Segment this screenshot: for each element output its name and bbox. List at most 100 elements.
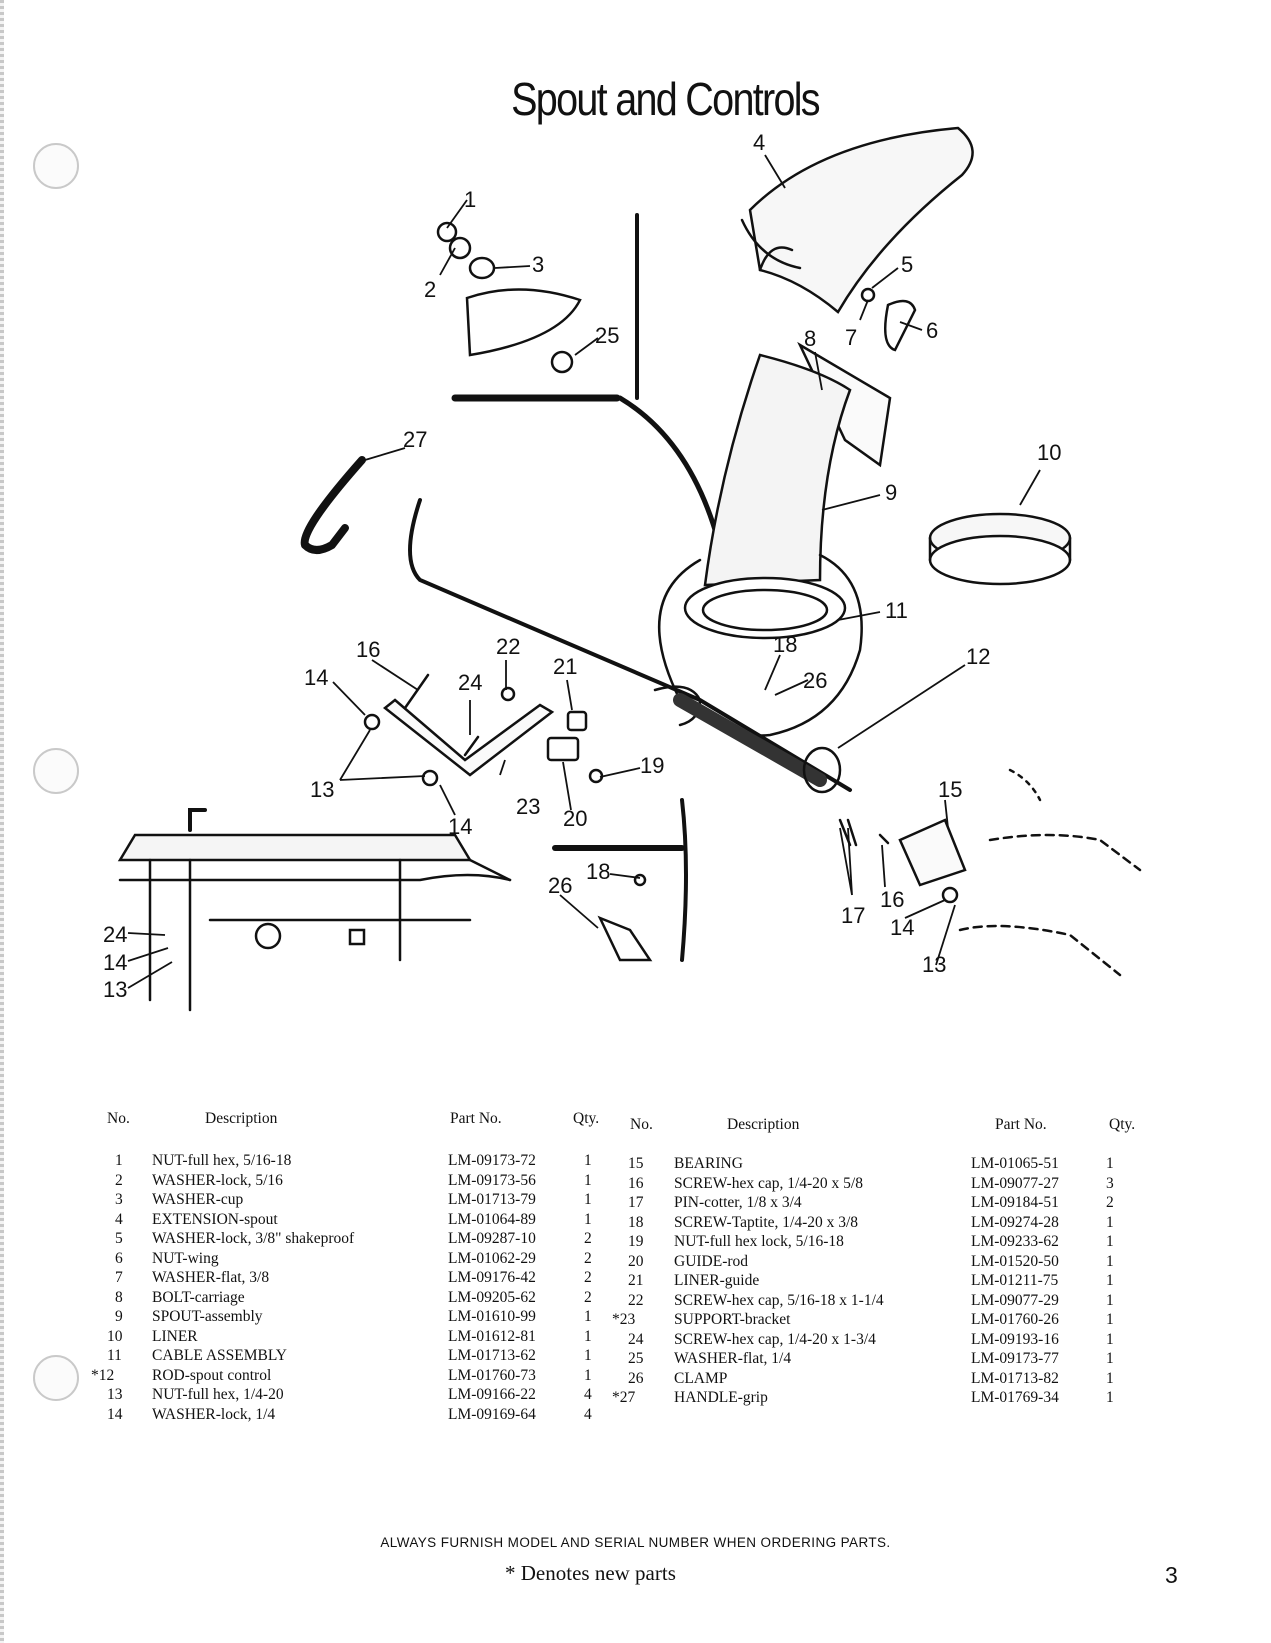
row-no: 3: [115, 1191, 123, 1208]
row-desc: SCREW-hex cap, 1/4-20 x 5/8: [674, 1174, 863, 1192]
row-no: *12: [91, 1366, 115, 1384]
row-part: LM-01760-73: [448, 1366, 536, 1384]
callout-22: 22: [496, 634, 520, 659]
row-part: LM-09205-62: [448, 1288, 536, 1306]
punch-hole-bottom: [33, 1355, 79, 1401]
callout-25: 25: [595, 323, 619, 348]
row-no: 16: [628, 1174, 644, 1192]
row-desc: LINER: [152, 1327, 198, 1345]
row-desc: NUT-full hex, 5/16-18: [152, 1152, 292, 1169]
row-qty: 2: [1106, 1194, 1114, 1211]
page-number: 3: [1165, 1562, 1178, 1588]
callout-3: 3: [532, 252, 544, 277]
row-qty: 2: [584, 1288, 592, 1306]
callout-16-lower: 16: [880, 887, 904, 912]
page-title: Spout and Controls: [511, 73, 820, 125]
row-no: 8: [115, 1288, 123, 1306]
row-qty: 2: [584, 1249, 592, 1267]
callout-24: 24: [458, 670, 482, 695]
callout-26-lower: 26: [548, 873, 572, 898]
callout-27: 27: [403, 427, 427, 452]
row-no: 9: [115, 1308, 123, 1325]
row-desc: GUIDE-rod: [674, 1252, 749, 1270]
row-no: 25: [628, 1350, 644, 1367]
callout-2: 2: [424, 277, 436, 302]
row-desc: SCREW-hex cap, 1/4-20 x 1-3/4: [674, 1330, 876, 1348]
header-description: Description: [727, 1116, 800, 1133]
header-qty: Qty.: [1109, 1116, 1136, 1133]
row-qty: 2: [584, 1269, 592, 1286]
row-part: LM-01062-29: [448, 1249, 536, 1267]
callout-13-right: 13: [922, 952, 946, 977]
row-qty: 1: [584, 1152, 592, 1169]
row-desc: WASHER-lock, 5/16: [152, 1171, 283, 1189]
row-qty: 1: [1106, 1213, 1114, 1231]
row-no: 14: [107, 1405, 123, 1423]
row-no: 20: [628, 1252, 644, 1270]
callout-6: 6: [926, 318, 938, 343]
row-qty: 1: [584, 1171, 592, 1189]
row-no: 1: [115, 1152, 123, 1169]
row-qty: 1: [584, 1366, 592, 1384]
callout-21: 21: [553, 654, 577, 679]
row-qty: 1: [1106, 1291, 1114, 1309]
row-desc: PIN-cotter, 1/8 x 3/4: [674, 1194, 802, 1211]
row-qty: 1: [1106, 1311, 1114, 1328]
row-desc: WASHER-cup: [152, 1191, 244, 1208]
row-desc: WASHER-flat, 1/4: [674, 1350, 792, 1367]
row-part: LM-01065-51: [971, 1155, 1059, 1172]
callout-20: 20: [563, 806, 587, 831]
row-desc: CLAMP: [674, 1369, 728, 1387]
row-qty: 1: [1106, 1369, 1114, 1387]
callout-14-right: 14: [890, 915, 914, 940]
row-part: LM-01211-75: [971, 1272, 1059, 1289]
row-qty: 1: [584, 1210, 592, 1228]
new-parts-note: * Denotes new parts: [505, 1561, 676, 1585]
punch-hole-top: [33, 143, 79, 189]
row-desc: CABLE ASSEMBLY: [152, 1347, 287, 1364]
callout-11: 11: [885, 598, 908, 623]
row-no: 7: [115, 1269, 123, 1286]
callout-5: 5: [901, 252, 913, 277]
row-qty: 1: [1106, 1389, 1114, 1406]
row-qty: 1: [584, 1308, 592, 1325]
row-no: 2: [115, 1171, 123, 1189]
row-qty: 4: [584, 1405, 592, 1423]
callout-9: 9: [885, 480, 897, 505]
row-qty: 1: [584, 1191, 592, 1208]
callout-18-lower: 18: [586, 859, 610, 884]
row-no: 17: [628, 1194, 644, 1211]
header-qty: Qty.: [573, 1110, 600, 1127]
row-qty: 1: [1106, 1330, 1114, 1348]
row-qty: 1: [1106, 1350, 1114, 1367]
page-edge: [0, 0, 4, 1643]
row-desc: SCREW-Taptite, 1/4-20 x 3/8: [674, 1213, 859, 1231]
row-part: LM-09166-22: [448, 1386, 536, 1403]
callout-26: 26: [803, 668, 827, 693]
callout-16: 16: [356, 637, 380, 662]
row-desc: SPOUT-assembly: [152, 1308, 263, 1325]
row-qty: 1: [1106, 1155, 1114, 1172]
row-no: 18: [628, 1213, 644, 1231]
row-desc: ROD-spout control: [152, 1366, 272, 1384]
row-desc: BOLT-carriage: [152, 1288, 245, 1306]
callout-17: 17: [841, 903, 865, 928]
row-part: LM-09176-42: [448, 1269, 536, 1286]
header-description: Description: [205, 1110, 278, 1127]
row-part: LM-09193-16: [971, 1330, 1059, 1348]
callout-13-frame: 13: [103, 977, 127, 1002]
row-desc: EXTENSION-spout: [152, 1210, 278, 1228]
row-no: 6: [115, 1249, 123, 1267]
header-no: No.: [107, 1110, 130, 1127]
row-qty: 1: [1106, 1252, 1114, 1270]
row-qty: 1: [584, 1347, 592, 1364]
row-part: LM-09287-10: [448, 1230, 536, 1247]
row-qty: 4: [584, 1386, 592, 1403]
row-part: LM-09173-72: [448, 1152, 536, 1169]
row-no: 11: [107, 1347, 122, 1364]
row-no: 26: [628, 1369, 644, 1387]
header-part-no: Part No.: [995, 1116, 1047, 1133]
row-desc: NUT-wing: [152, 1249, 219, 1267]
callout-19: 19: [640, 753, 664, 778]
row-part: LM-01713-62: [448, 1347, 536, 1364]
